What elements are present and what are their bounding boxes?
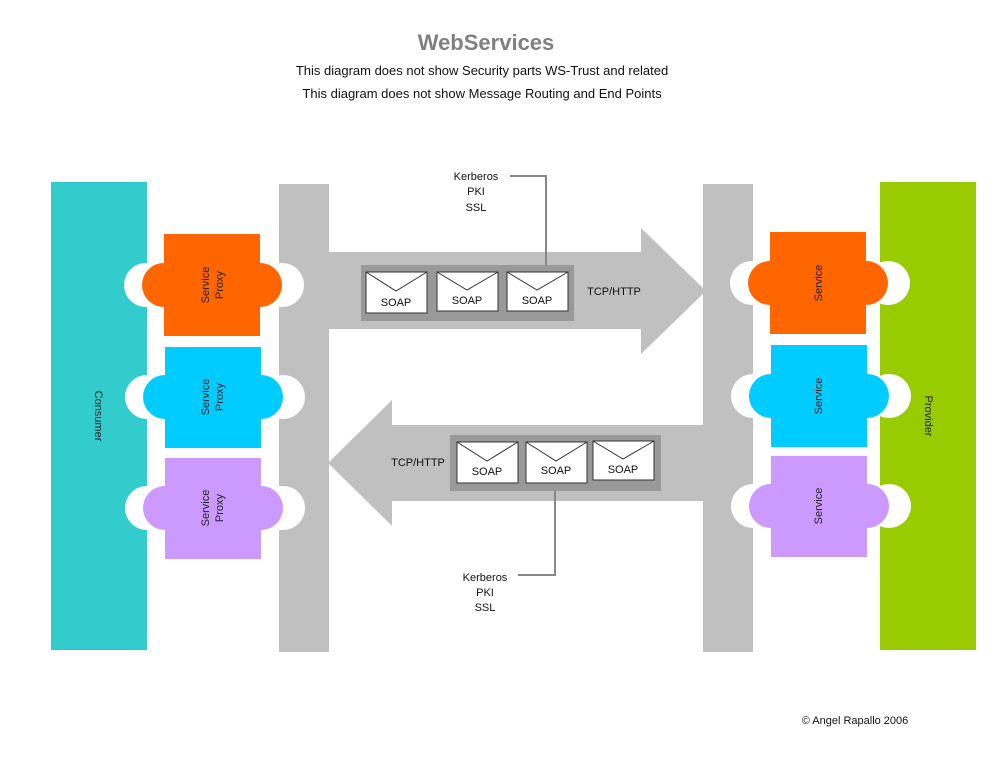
- service-proxy-piece: Service Proxy: [124, 234, 304, 336]
- soap-label: SOAP: [541, 465, 572, 477]
- soap-label: SOAP: [608, 464, 639, 476]
- soap-label: SOAP: [381, 297, 412, 309]
- request-security-connector: [510, 175, 547, 265]
- service-piece: Service: [731, 345, 911, 447]
- service-proxy-label-line1: Service: [200, 490, 212, 527]
- service-piece: Service: [731, 456, 911, 557]
- request-security-pki: PKI: [467, 186, 485, 198]
- service-proxy-label-line2: Proxy: [214, 270, 226, 299]
- soap-envelope: SOAP: [506, 271, 569, 312]
- provider-label: Provider: [922, 396, 934, 437]
- soap-envelope: SOAP: [365, 271, 428, 314]
- soap-envelope: SOAP: [525, 441, 588, 484]
- soap-envelope: SOAP: [592, 440, 655, 481]
- service-proxy-label-line2: Proxy: [214, 382, 226, 411]
- provider-bus: [703, 184, 753, 652]
- service-proxy-label-line1: Service: [200, 379, 212, 416]
- response-security-kerberos: Kerberos: [463, 572, 508, 584]
- service-label: Service: [813, 378, 825, 415]
- soap-label: SOAP: [472, 466, 503, 478]
- consumer-block: Consumer: [51, 182, 147, 650]
- service-label: Service: [813, 265, 825, 302]
- note-security: This diagram does not show Security part…: [296, 63, 668, 78]
- soap-label: SOAP: [452, 295, 483, 307]
- response-security-ssl: SSL: [475, 602, 496, 614]
- service-proxy-piece: Service Proxy: [125, 458, 305, 559]
- soap-label: SOAP: [522, 295, 553, 307]
- diagram-title: WebServices: [418, 30, 555, 55]
- service-proxy-label-line1: Service: [200, 267, 212, 304]
- response-security-connector: [518, 491, 556, 576]
- consumer-label: Consumer: [92, 391, 104, 442]
- copyright-text: © Angel Rapallo 2006: [802, 715, 909, 727]
- response-protocol-label: TCP/HTTP: [391, 457, 445, 469]
- service-piece: Service: [730, 232, 910, 334]
- service-label: Service: [813, 488, 825, 525]
- service-proxy-piece: Service Proxy: [125, 347, 305, 448]
- request-protocol-label: TCP/HTTP: [587, 286, 641, 298]
- request-security-kerberos: Kerberos: [454, 171, 499, 183]
- note-routing: This diagram does not show Message Routi…: [302, 86, 662, 101]
- request-message-group: SOAP SOAP SOAP: [361, 265, 574, 321]
- response-message-group: SOAP SOAP SOAP: [450, 435, 661, 491]
- soap-envelope: SOAP: [436, 271, 499, 312]
- request-security-ssl: SSL: [466, 202, 487, 214]
- soap-envelope: SOAP: [456, 441, 519, 484]
- response-security-pki: PKI: [476, 587, 494, 599]
- service-proxy-label-line2: Proxy: [214, 493, 226, 522]
